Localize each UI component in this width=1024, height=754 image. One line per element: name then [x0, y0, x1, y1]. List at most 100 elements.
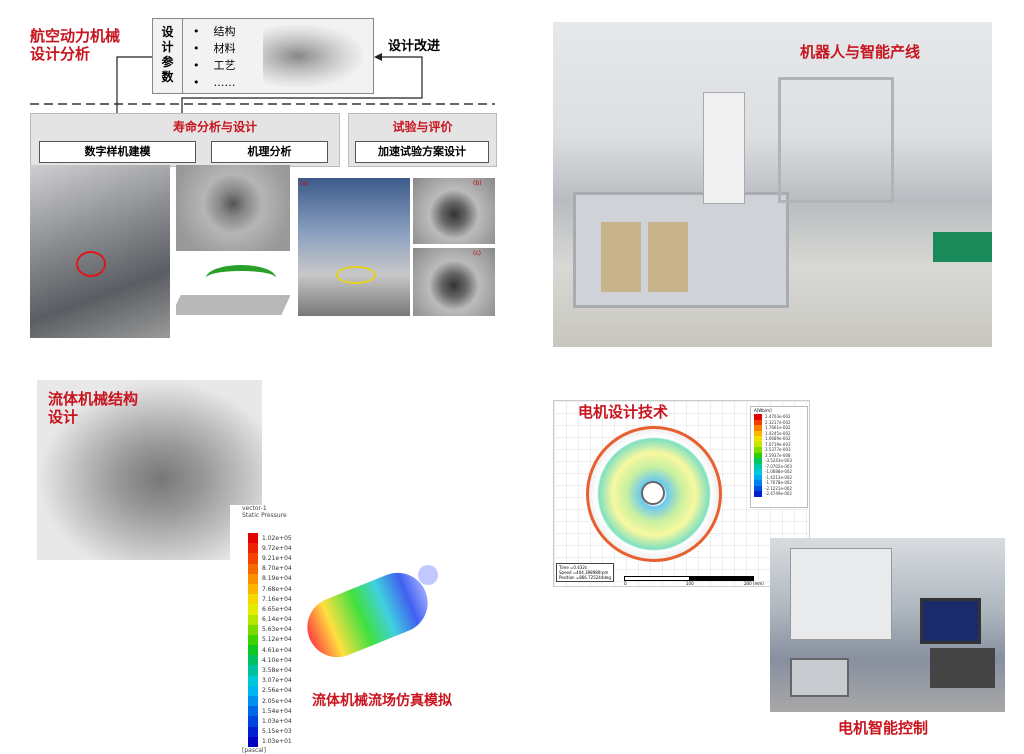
- legend-entry: 7.16e+04: [248, 594, 310, 605]
- legend-value: 1.7661e-002: [765, 425, 791, 431]
- jet-engine-image: [263, 25, 363, 87]
- legend-entry: -1.0688e-002: [754, 469, 807, 475]
- speed-readout: Speed =404.398980rpm: [559, 570, 609, 575]
- motor-control-lab-photo: [770, 538, 1005, 712]
- legend-entry: 3.5937e-008: [754, 452, 807, 458]
- legend-swatch: [248, 685, 258, 696]
- legend-swatch: [754, 485, 762, 491]
- legend-entry: 5.12e+04: [248, 634, 310, 646]
- legend-swatch: [248, 696, 258, 707]
- test-machine-photo: (a): [298, 178, 410, 316]
- legend-value: 7.16e+04: [262, 595, 292, 603]
- specimen-detail-photo-2: (c): [413, 248, 495, 316]
- legend-swatch: [754, 436, 762, 442]
- legend-value: 1.4245e-002: [765, 430, 791, 436]
- robot-production-line-photo: [553, 22, 992, 347]
- legend-entry: 2.05e+04: [248, 696, 310, 707]
- legend-entry: -2.4749e-002: [754, 491, 807, 497]
- legend-entry: 6.65e+04: [248, 604, 310, 615]
- mechanism-analysis-box: 机理分析: [211, 141, 328, 163]
- legend-value: 8.19e+04: [262, 575, 292, 583]
- motor-legend-title: A[Wb/m]: [754, 408, 772, 413]
- param-label-char: 数: [161, 70, 174, 84]
- legend-value: -1.4212e-002: [765, 474, 792, 480]
- legend-swatch: [248, 655, 258, 666]
- param-label-char: 参: [161, 55, 174, 69]
- aero-title: 航空动力机械设计分析: [30, 27, 120, 63]
- specimen-detail-photo-1: (b): [413, 178, 495, 244]
- legend-swatch: [248, 665, 258, 676]
- legend-swatch: [754, 469, 762, 475]
- legend-swatch: [754, 463, 762, 469]
- legend-value: 1.54e+04: [262, 707, 292, 715]
- digital-prototype-box: 数字样机建模: [39, 141, 196, 163]
- legend-swatch: [248, 736, 258, 747]
- legend-swatch: [754, 447, 762, 453]
- legend-value: 5.12e+04: [262, 636, 292, 644]
- design-improve-label: 设计改进: [388, 39, 441, 54]
- legend-entry: 3.5377e-003: [754, 447, 807, 453]
- legend-value: 1.03e+01: [262, 738, 292, 746]
- life-analysis-box: 寿命分析与设计 数字样机建模 机理分析: [30, 113, 340, 167]
- legend-value: 1.02e+05: [262, 534, 292, 542]
- fluid-title-line1: 流体机械结构: [48, 390, 139, 408]
- legend-value: -3.5243e-003: [765, 458, 792, 464]
- legend-entry: 5.15e+03: [248, 726, 310, 737]
- legend-entry: 2.56e+04: [248, 685, 310, 696]
- legend-entry: -1.7678e-002: [754, 480, 807, 486]
- legend-value: 8.70e+04: [262, 565, 292, 573]
- legend-entry: 7.68e+04: [248, 583, 310, 595]
- legend-value: 2.4703e-002: [765, 414, 791, 420]
- legend-swatch: [248, 533, 258, 544]
- legend-value: 6.14e+04: [262, 616, 292, 624]
- legend-swatch: [248, 716, 258, 727]
- legend-entry: 1.54e+04: [248, 706, 310, 717]
- legend-entry: 6.14e+04: [248, 614, 310, 625]
- legend-entry: 1.7661e-002: [754, 425, 807, 431]
- legend-entry: 9.72e+04: [248, 543, 310, 554]
- legend-value: 2.05e+04: [262, 697, 292, 705]
- legend-entry: 2.1217e-002: [754, 419, 807, 425]
- legend-value: 7.0719e-003: [765, 441, 791, 447]
- scale-label: 100: [686, 581, 694, 586]
- legend-entry: 1.02e+05: [248, 533, 310, 544]
- fluid-title: 流体机械结构设计: [48, 390, 138, 426]
- legend-value: -1.7678e-002: [765, 480, 792, 486]
- legend-swatch: [754, 419, 762, 425]
- motor-control-title: 电机智能控制: [838, 719, 929, 737]
- legend-value: 2.56e+04: [262, 687, 292, 695]
- legend-subtitle: Static Pressure: [242, 512, 287, 519]
- legend-swatch: [248, 634, 258, 646]
- legend-swatch: [754, 441, 762, 447]
- legend-entry: -1.4212e-002: [754, 474, 807, 480]
- legend-value: 3.5937e-008: [765, 452, 791, 458]
- param-label-char: 设: [161, 25, 174, 39]
- legend-swatch: [754, 425, 762, 431]
- legend-swatch: [248, 706, 258, 717]
- specimen-photo: [176, 165, 290, 251]
- time-readout: Time =0.432s: [559, 565, 587, 570]
- legend-value: -2.4749e-002: [765, 491, 792, 497]
- design-params-box: 设计参数 • 结构 • 材料 • 工艺 • ……: [152, 18, 374, 94]
- legend-swatch: [248, 573, 258, 584]
- fluid-title-line2: 设计: [48, 408, 79, 426]
- scale-bar: [624, 576, 754, 581]
- legend-value: 5.15e+03: [262, 728, 292, 736]
- legend-title: vector-1: [242, 505, 267, 512]
- legend-value: 6.65e+04: [262, 605, 292, 613]
- motor-title: 电机设计技术: [578, 403, 669, 421]
- test-eval-box: 试验与评价 加速试验方案设计: [348, 113, 497, 167]
- flow-simulation-render: [298, 563, 437, 667]
- legend-swatch: [754, 458, 762, 464]
- legend-value: -1.0688e-002: [765, 469, 792, 475]
- legend-value: 2.1217e-002: [765, 419, 791, 425]
- legend-entry: 4.10e+04: [248, 655, 310, 666]
- photo-tag: (c): [473, 250, 481, 257]
- position-readout: Position =866.725244deg: [559, 575, 611, 580]
- legend-value: 5.63e+04: [262, 626, 292, 634]
- legend-value: 1.0689e-002: [765, 436, 791, 442]
- legend-swatch: [754, 491, 762, 497]
- test-eval-title: 试验与评价: [392, 120, 453, 134]
